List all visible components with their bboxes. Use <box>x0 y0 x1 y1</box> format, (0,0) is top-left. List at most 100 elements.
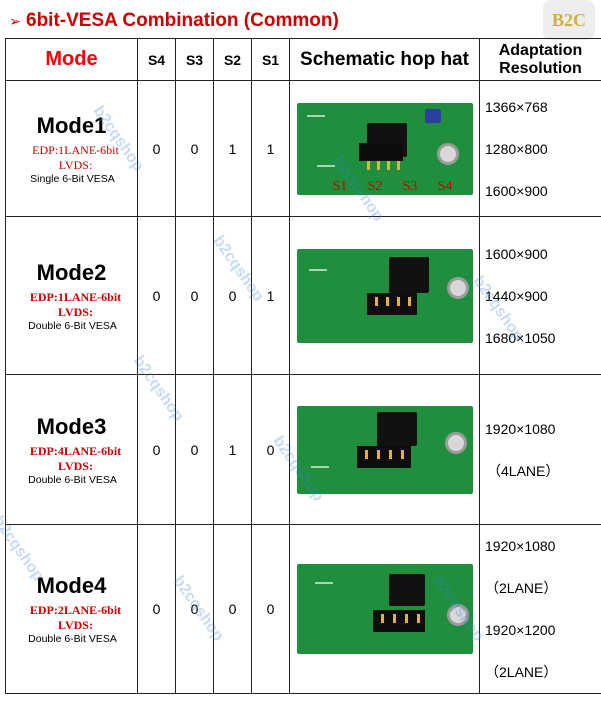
s2-value: 1 <box>213 80 252 217</box>
jumper-header <box>356 445 411 468</box>
edp-value: 2LANE-6bit <box>57 603 122 617</box>
ic-chip <box>388 574 425 606</box>
silkscreen-mark <box>314 582 333 584</box>
lvds-label: LVDS: <box>58 618 93 632</box>
resolution-value: 1440×900 <box>485 287 548 304</box>
section-title: 6bit-VESA Combination (Common) <box>26 10 339 31</box>
jumper-pin <box>404 614 408 623</box>
s3-header: S3 <box>175 38 214 81</box>
brand-logo: B2C <box>543 0 595 40</box>
table-row: Mode1 EDP:1LANE-6bit LVDS: Single 6-Bit … <box>5 80 601 217</box>
s1-value: 0 <box>251 374 290 525</box>
table-row: Mode3 EDP:4LANE-6bit LVDS: Double 6-Bit … <box>5 374 601 525</box>
edp-label: EDP: <box>32 142 59 157</box>
jumper-header <box>366 292 417 315</box>
s3-value: 0 <box>175 80 214 217</box>
edp-value: 4LANE-6bit <box>57 443 122 458</box>
mode-title: Mode4 <box>36 573 107 598</box>
jumper-pin <box>385 296 389 306</box>
lvds-value: Double 6-Bit VESA <box>28 633 117 645</box>
schematic-cell <box>289 216 480 375</box>
edp-label: EDP: <box>29 443 58 458</box>
resolution-value: 1920×1200 <box>485 622 556 638</box>
table-row: Mode2 EDP:1LANE-6bit LVDS: Double 6-Bit … <box>5 216 601 375</box>
edp-value: 1LANE-6bit <box>57 289 122 304</box>
lvds-label: LVDS: <box>58 157 93 172</box>
resolution-cell: 1920×1080 （4LANE） <box>479 374 601 525</box>
pcb-photo <box>296 564 473 654</box>
mode-cell: Mode2 EDP:1LANE-6bit LVDS: Double 6-Bit … <box>5 216 138 375</box>
jumper-header <box>358 142 403 161</box>
jumper-pin <box>366 160 370 170</box>
mounting-hole <box>444 431 467 454</box>
mode-title: Mode1 <box>36 112 107 138</box>
s3-value: 0 <box>175 216 214 375</box>
schematic-cell: S1 S2 S3 S4 <box>289 80 480 217</box>
resolution-cell: 1366×768 1280×800 1600×900 <box>479 80 601 217</box>
jumper-pin <box>374 296 378 306</box>
jumper-pin <box>380 614 384 623</box>
resolution-cell: 1920×1080 （2LANE） 1920×1200 （2LANE） <box>479 524 601 694</box>
table-row: Mode4 EDP:2LANE-6bit LVDS: Double 6-Bit … <box>5 524 601 694</box>
header-row: Mode S4 S3 S2 S1 Schematic hop hat Adapt… <box>5 38 601 81</box>
edp-spec: EDP:1LANE-6bit <box>14 290 137 305</box>
jumper-pin <box>396 296 400 306</box>
jumper-labels: S1 S2 S3 S4 <box>333 179 453 195</box>
s1-value: 0 <box>251 524 290 694</box>
mode-cell: Mode4 EDP:2LANE-6bit LVDS: Double 6-Bit … <box>5 524 138 694</box>
silkscreen-mark <box>306 114 325 117</box>
adaptation-header: Adaptation Resolution <box>479 38 601 81</box>
mode-table: Mode S4 S3 S2 S1 Schematic hop hat Adapt… <box>5 38 601 694</box>
jumper-pin <box>416 614 420 623</box>
silkscreen-mark <box>316 164 335 167</box>
s2-value: 0 <box>213 524 252 694</box>
jumper-label-s1: S1 <box>332 178 348 194</box>
adaptation-header-line2: Resolution <box>499 59 582 77</box>
jumper-pin <box>392 614 396 623</box>
pcb-photo <box>296 405 473 494</box>
s1-value: 1 <box>251 216 290 375</box>
mode-title: Mode2 <box>36 259 107 285</box>
section-heading: ➢ 6bit-VESA Combination (Common) <box>4 6 601 36</box>
resolution-value: 1280×800 <box>485 140 548 157</box>
lvds-value: Double 6-Bit VESA <box>28 319 117 332</box>
s4-header: S4 <box>137 38 176 81</box>
jumper-label-s2: S2 <box>367 178 383 194</box>
silkscreen-mark <box>308 268 327 271</box>
s1-value: 1 <box>251 80 290 217</box>
lvds-value: Double 6-Bit VESA <box>28 473 117 486</box>
resolution-value: 1600×900 <box>485 182 548 199</box>
mode-cell: Mode1 EDP:1LANE-6bit LVDS: Single 6-Bit … <box>5 80 138 217</box>
schematic-header: Schematic hop hat <box>289 38 480 81</box>
s2-value: 0 <box>213 216 252 375</box>
s4-value: 0 <box>137 216 176 375</box>
edp-spec: EDP:4LANE-6bit <box>14 444 137 459</box>
jumper-pin <box>407 296 411 306</box>
s2-header: S2 <box>213 38 252 81</box>
resolution-value: 1920×1080 <box>485 420 556 437</box>
mounting-hole <box>446 604 469 626</box>
jumper-pin <box>376 160 380 170</box>
jumper-label-s4: S4 <box>437 178 453 194</box>
s1-header: S1 <box>251 38 290 81</box>
lvds-label: LVDS: <box>58 458 93 473</box>
edp-label: EDP: <box>29 603 58 617</box>
s2-value: 1 <box>213 374 252 525</box>
resolution-value: （2LANE） <box>485 580 558 596</box>
resolution-value: （4LANE） <box>487 462 560 479</box>
s4-value: 0 <box>137 524 176 694</box>
blue-component <box>424 108 441 123</box>
resolution-value: 1920×1080 <box>485 538 556 554</box>
resolution-value: （2LANE） <box>485 664 558 680</box>
mounting-hole <box>446 276 469 299</box>
edp-spec: EDP:2LANE-6bit <box>14 603 137 618</box>
edp-spec: EDP:1LANE-6bit <box>14 143 137 158</box>
s4-value: 0 <box>137 374 176 525</box>
jumper-pin <box>396 160 400 170</box>
edp-label: EDP: <box>29 289 58 304</box>
jumper-pin <box>400 449 404 459</box>
ic-chip <box>388 256 429 293</box>
schematic-cell <box>289 524 480 694</box>
silkscreen-mark <box>310 465 329 468</box>
lvds-label: LVDS: <box>58 304 93 319</box>
